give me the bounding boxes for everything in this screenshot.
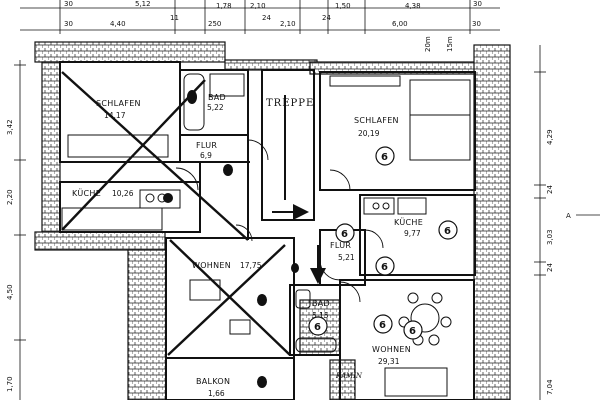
door-swings [175, 139, 384, 303]
room-name: WOHNEN [372, 345, 411, 354]
kamin-label: KAMIN [335, 372, 363, 380]
badge-circle: 6 [375, 256, 395, 276]
room-name: BAD [312, 299, 330, 308]
badge-number: 6 [314, 322, 321, 333]
room-area: 5,21 [338, 253, 355, 262]
room-name: KÜCHE [72, 188, 101, 198]
dim-label: 1,50 [335, 2, 351, 10]
dim-label-right: 4,29 [546, 129, 554, 145]
room-name: BAD [208, 93, 226, 102]
room-area: 17,75 [240, 261, 262, 270]
badge-circle: 6 [438, 220, 458, 240]
dim-label: 250 [208, 20, 221, 28]
dim-label-left: 4,50 [6, 284, 14, 300]
room-area: 20,19 [358, 129, 380, 138]
room-area: 14,17 [104, 111, 126, 120]
dim-label-left: 3,42 [6, 119, 14, 135]
room-area: 6,9 [200, 151, 212, 160]
badge-number: 6 [381, 152, 388, 163]
room-area: 10,26 [112, 189, 134, 198]
room-name: FLUR [196, 141, 217, 150]
room-name: SCHLAFEN [354, 116, 399, 125]
apartment-badges: 6 6 6 6 6 6 6 [308, 146, 458, 340]
dim-label: 5,12 [135, 0, 151, 8]
badge-number: 6 [341, 229, 348, 240]
dim-label-right: 24 [546, 185, 554, 194]
room-labels: SCHLAFEN 14,17 BAD 5,22 FLUR 6,9 KÜCHE 1… [72, 93, 423, 398]
room-area: 5,22 [207, 103, 224, 112]
badge-circle: 6 [375, 146, 395, 166]
fixtures [61, 73, 471, 397]
section-marker: A [566, 212, 571, 220]
interior-walls [59, 61, 476, 400]
room-area: 5,15 [312, 311, 329, 320]
dim-label: 24 [322, 14, 331, 22]
badge-number: 6 [381, 262, 388, 273]
badge-number: 6 [409, 326, 416, 337]
dim-label-right: 7,04 [546, 379, 554, 395]
dim-label: 30 [473, 0, 482, 8]
top-dimension-lines [20, 0, 500, 34]
room-area: 9,77 [404, 229, 421, 238]
small-mark: 20m [424, 36, 432, 52]
dim-label-left: 1,70 [6, 376, 14, 392]
dim-label-right: 3,03 [546, 229, 554, 245]
right-dimension-lines [534, 45, 546, 400]
dim-label: 24 [262, 14, 271, 22]
badge-number: 6 [379, 320, 386, 331]
left-dimension-lines [14, 60, 26, 400]
badge-circle: 6 [403, 320, 423, 340]
badge-circle: 6 [335, 223, 355, 243]
badge-number: 6 [444, 226, 451, 237]
dim-label-left: 2,20 [6, 189, 14, 205]
room-name: BALKON [196, 377, 230, 386]
dim-label: 30 [472, 20, 481, 28]
badge-circle: 6 [373, 314, 393, 334]
room-name: FLUR [330, 241, 351, 250]
top-dimension-labels: 30 5,12 1,78 2,10 1,50 4,38 30 30 4,40 1… [64, 0, 482, 28]
room-name: TREPPE [266, 98, 314, 109]
dim-label: 1,78 [216, 2, 232, 10]
room-name: SCHLAFEN [96, 99, 141, 108]
dim-label: 6,00 [392, 20, 408, 28]
dim-label: 30 [64, 20, 73, 28]
room-name: KÜCHE [394, 217, 423, 227]
toilet-icons [163, 90, 299, 388]
dim-label: 2,10 [280, 20, 296, 28]
dim-label-right: 24 [546, 263, 554, 272]
dim-label: 2,10 [250, 2, 266, 10]
room-area: 1,66 [208, 389, 225, 398]
dim-label: 4,38 [405, 2, 421, 10]
small-mark: 15m [446, 36, 454, 52]
dim-label: 30 [64, 0, 73, 8]
dim-label: 4,40 [110, 20, 126, 28]
cross-out-marks [61, 71, 291, 356]
room-name: WOHNEN [192, 261, 231, 270]
badge-circle: 6 [308, 316, 328, 336]
room-area: 29,31 [378, 357, 400, 366]
dim-label: 11 [170, 14, 179, 22]
